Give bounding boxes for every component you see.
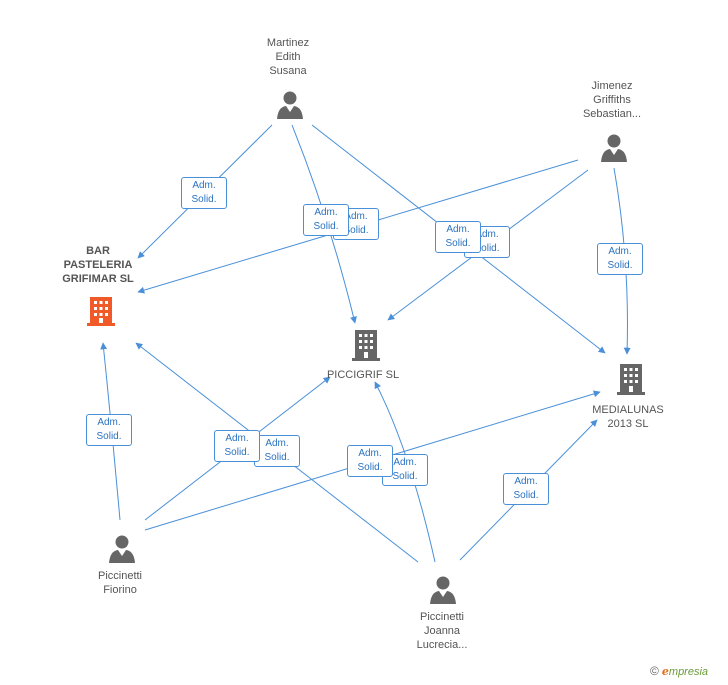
person-label-jimenez: Jimenez Griffiths Sebastian... — [582, 80, 642, 120]
building-icon[interactable] — [86, 295, 116, 327]
person-label-joanna: Piccinetti Joanna Lucrecia... — [416, 611, 468, 651]
role-badge[interactable]: Adm.Solid. — [181, 177, 227, 209]
role-badge[interactable]: Adm.Solid. — [86, 414, 132, 446]
role-badge[interactable]: Adm.Solid. — [303, 204, 349, 236]
person-label-fiorino: Piccinetti Fiorino — [97, 570, 143, 596]
person-icon[interactable] — [429, 575, 457, 605]
person-icon[interactable] — [108, 534, 136, 564]
role-badge[interactable]: Adm.Solid. — [597, 243, 643, 275]
role-badge[interactable]: Adm.Solid. — [435, 221, 481, 253]
role-badge[interactable]: Adm.Solid. — [214, 430, 260, 462]
building-icon[interactable] — [351, 328, 381, 362]
company-label-piccigrif: PICCIGRIF SL — [326, 369, 400, 381]
person-icon[interactable] — [276, 90, 304, 120]
building-icon[interactable] — [616, 362, 646, 396]
person-icon[interactable] — [600, 133, 628, 163]
person-label-martinez: Martinez Edith Susana — [266, 37, 310, 77]
company-label-bar: BAR PASTELERIA GRIFIMAR SL — [62, 245, 134, 285]
empresia-watermark: © empresia — [650, 664, 709, 678]
role-badge[interactable]: Adm.Solid. — [254, 435, 300, 467]
role-badge[interactable]: Adm.Solid. — [503, 473, 549, 505]
role-badge[interactable]: Adm.Solid. — [347, 445, 393, 477]
company-label-medialunas: MEDIALUNAS 2013 SL — [592, 404, 664, 430]
